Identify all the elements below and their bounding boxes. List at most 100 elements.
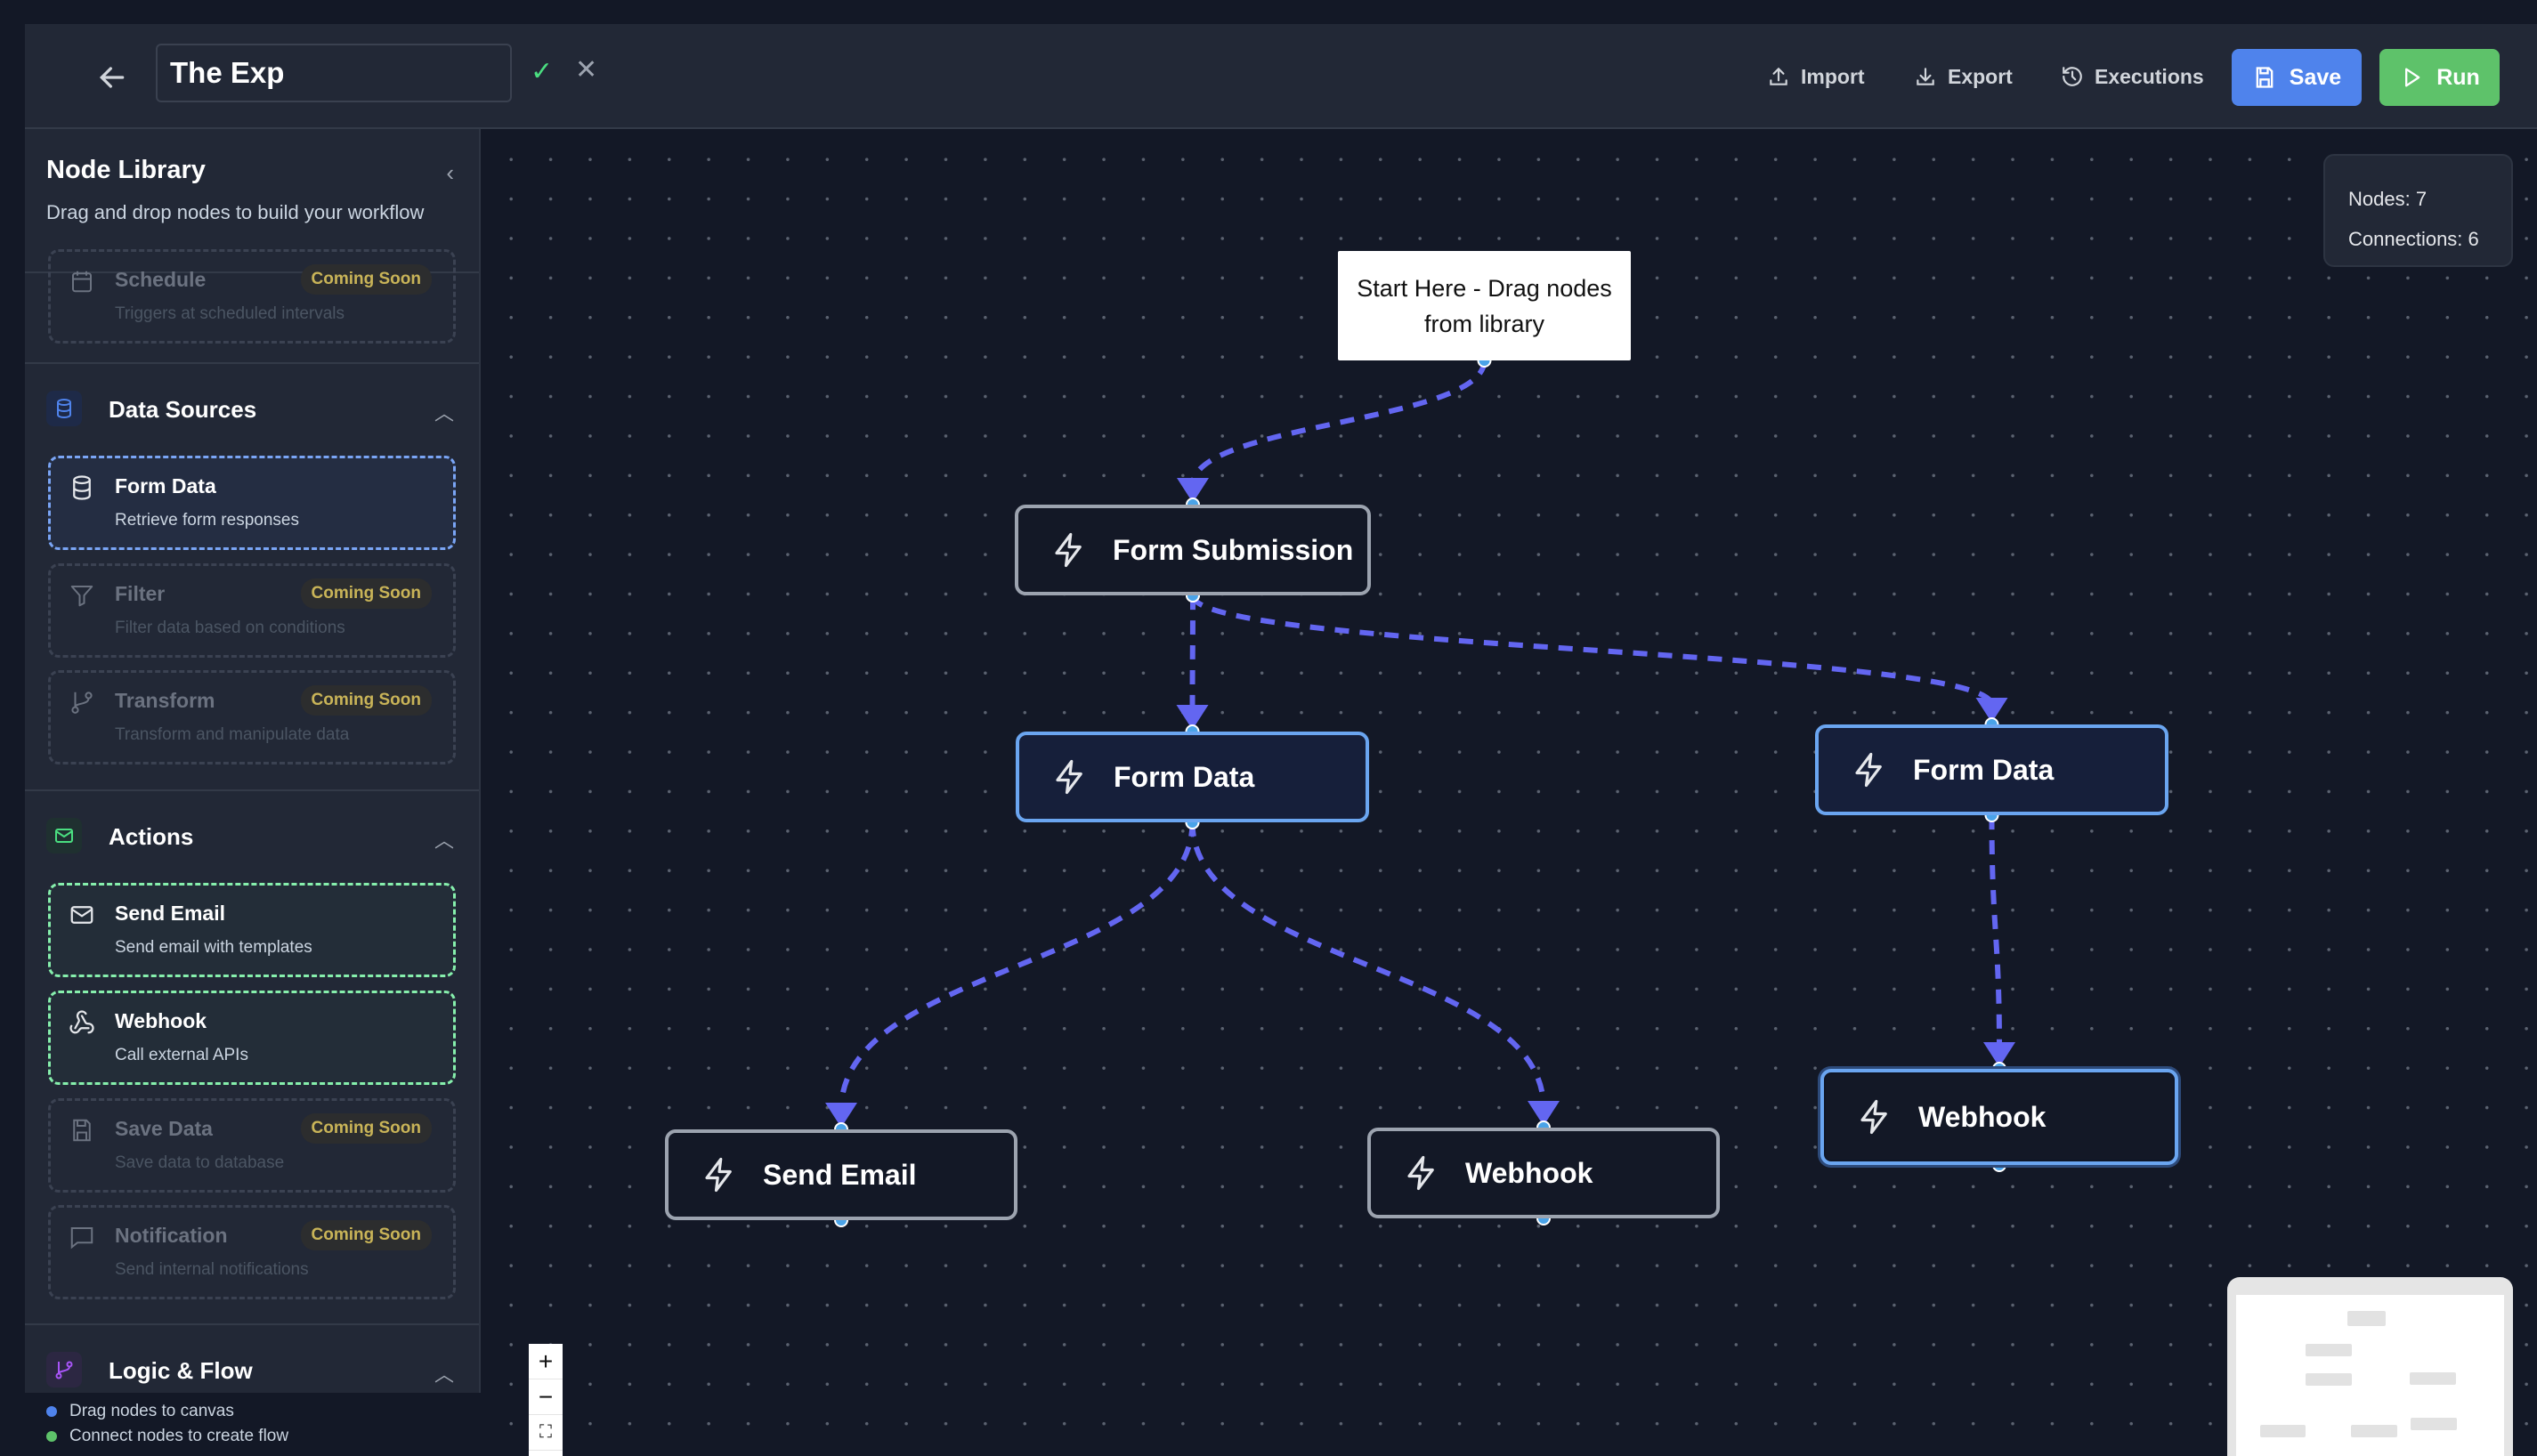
minimap-node <box>2260 1425 2306 1437</box>
export-label: Export <box>1948 64 2013 88</box>
zoom-out-button[interactable]: − <box>529 1379 563 1415</box>
blue-dot-icon <box>46 1406 57 1417</box>
chevron-up-icon[interactable]: ︿ <box>434 829 454 852</box>
minimap-node <box>2306 1344 2352 1356</box>
item-title: Schedule <box>115 268 207 291</box>
zap-icon <box>1860 1099 1887 1135</box>
item-desc: Triggers at scheduled intervals <box>115 304 345 323</box>
coming-soon-badge: Coming Soon <box>300 1113 432 1144</box>
connection-count: Connections: 6 <box>2348 228 2479 250</box>
tip: Connect nodes to create flow <box>46 1424 481 1449</box>
x-icon[interactable]: ✕ <box>575 55 598 85</box>
coming-soon-badge: Coming Soon <box>300 1220 432 1250</box>
import-button[interactable]: Import <box>1767 54 1865 99</box>
edge-arrowhead <box>1975 698 2008 723</box>
section-logic-flow[interactable]: Logic & Flow ︿ <box>25 1323 479 1393</box>
library-item-schedule: Schedule Triggers at scheduled intervals… <box>48 249 456 344</box>
export-button[interactable]: Export <box>1914 54 2013 99</box>
zap-icon <box>1056 759 1082 795</box>
node-label: Send Email <box>763 1158 917 1191</box>
minimap-node <box>2306 1373 2352 1386</box>
node-form-data[interactable]: Form Data <box>1016 732 1369 822</box>
chevron-up-icon[interactable]: ︿ <box>434 1363 454 1386</box>
item-title: Notification <box>115 1224 228 1247</box>
edge-connection <box>1189 821 1546 1109</box>
download-icon <box>1917 68 1934 85</box>
fit-view-button[interactable]: ⛶ <box>529 1415 563 1451</box>
node-label: Form Data <box>1114 760 1255 793</box>
mail-icon <box>46 818 82 853</box>
item-desc: Retrieve form responses <box>115 511 299 530</box>
git-branch-icon <box>46 1352 82 1387</box>
section-title: Logic & Flow <box>109 1357 253 1384</box>
executions-button[interactable]: Executions <box>2061 54 2204 99</box>
back-arrow-icon[interactable] <box>94 60 130 95</box>
git-branch-icon <box>71 692 93 714</box>
edge-arrowhead <box>1528 1101 1560 1126</box>
minimap[interactable] <box>2227 1277 2513 1456</box>
node-count: Nodes: 7 <box>2348 188 2428 210</box>
item-desc: Transform and manipulate data <box>115 725 350 744</box>
node-library-sidebar: Node Library Drag and drop nodes to buil… <box>25 129 481 1393</box>
start-note-node[interactable]: Start Here - Drag nodes from library <box>1338 251 1631 360</box>
save-button[interactable]: Save <box>2232 49 2362 106</box>
coming-soon-badge: Coming Soon <box>300 685 432 716</box>
green-dot-icon <box>46 1431 57 1442</box>
item-desc: Call external APIs <box>115 1046 248 1064</box>
edge-connection <box>1190 594 1995 707</box>
sidebar-header: Node Library Drag and drop nodes to buil… <box>25 129 479 273</box>
stats-panel: Nodes: 7 Connections: 6 <box>2323 154 2513 267</box>
edge-arrowhead <box>1983 1042 2015 1067</box>
mail-icon <box>70 906 93 924</box>
edge-connection <box>1190 360 1487 486</box>
executions-label: Executions <box>2095 64 2204 88</box>
node-webhook-selected[interactable]: Webhook <box>1820 1069 2178 1165</box>
minimap-node <box>2411 1418 2457 1430</box>
library-item-form-data[interactable]: Form Data Retrieve form responses <box>48 456 456 550</box>
top-bar: The Exp ✓ ✕ Import Export Executions Sav… <box>25 24 2537 129</box>
minimap-node <box>2347 1311 2386 1326</box>
check-icon[interactable]: ✓ <box>531 57 554 86</box>
library-item-save-data: Save Data Save data to database Coming S… <box>48 1098 456 1193</box>
item-desc: Save data to database <box>115 1153 285 1172</box>
node-form-data[interactable]: Form Data <box>1815 724 2168 815</box>
item-title: Filter <box>115 582 166 605</box>
sidebar-title: Node Library <box>46 156 206 184</box>
node-form-submission[interactable]: Form Submission <box>1015 505 1371 595</box>
collapse-sidebar-icon[interactable]: ‹ <box>446 159 454 186</box>
item-title: Webhook <box>115 1009 207 1032</box>
node-webhook[interactable]: Webhook <box>1367 1128 1720 1218</box>
save-label: Save <box>2289 64 2342 90</box>
library-item-send-email[interactable]: Send Email Send email with templates <box>48 883 456 977</box>
zoom-in-button[interactable]: + <box>529 1344 563 1379</box>
section-title: Data Sources <box>109 396 257 423</box>
section-data-sources[interactable]: Data Sources ︿ <box>25 362 479 451</box>
item-desc: Send internal notifications <box>115 1260 309 1279</box>
help-tips: Drag nodes to canvas Connect nodes to cr… <box>25 1399 481 1449</box>
node-label: Webhook <box>1465 1156 1593 1189</box>
workflow-title-input[interactable]: The Exp <box>156 44 512 102</box>
save-icon <box>2256 67 2274 88</box>
lock-button[interactable]: 🔓 <box>529 1451 563 1456</box>
item-desc: Filter data based on conditions <box>115 619 345 637</box>
library-item-transform: Transform Transform and manipulate data … <box>48 670 456 764</box>
edge-arrowhead <box>825 1103 857 1128</box>
tip-text: Drag nodes to canvas <box>69 1402 234 1420</box>
edge-arrowhead <box>1177 478 1209 503</box>
minimap-node <box>2410 1372 2456 1385</box>
minimap-node <box>2351 1425 2397 1437</box>
message-square-icon <box>70 1227 93 1250</box>
filter-icon <box>70 586 93 607</box>
zoom-controls: + − ⛶ 🔓 <box>529 1344 563 1456</box>
chevron-up-icon[interactable]: ︿ <box>434 402 454 425</box>
item-title: Send Email <box>115 902 225 925</box>
run-button[interactable]: Run <box>2379 49 2500 106</box>
library-item-webhook[interactable]: Webhook Call external APIs <box>48 991 456 1085</box>
calendar-icon <box>72 271 92 293</box>
node-send-email[interactable]: Send Email <box>665 1129 1017 1220</box>
tip-text: Connect nodes to create flow <box>69 1427 289 1445</box>
edge-arrowhead <box>1176 705 1209 730</box>
workflow-canvas[interactable]: Start Here - Drag nodes from library For… <box>482 131 2537 1456</box>
section-actions[interactable]: Actions ︿ <box>25 789 479 878</box>
workflow-editor: The Exp ✓ ✕ Import Export Executions Sav… <box>25 24 2537 1456</box>
